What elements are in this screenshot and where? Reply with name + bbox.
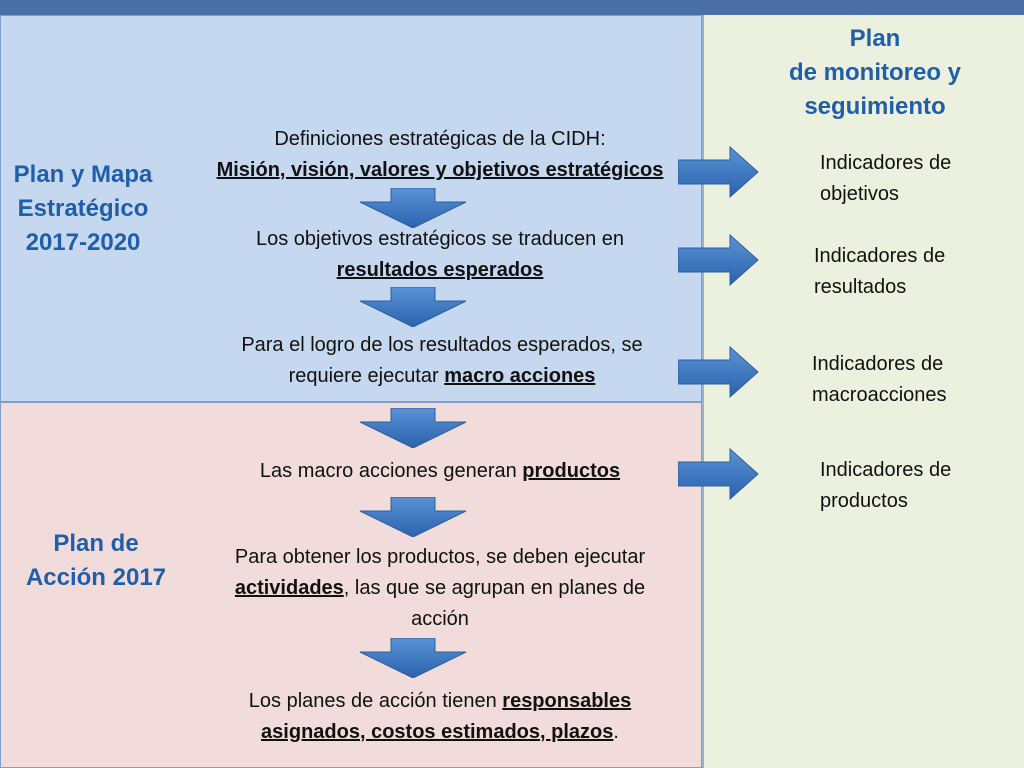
- down-arrow-icon: [359, 408, 467, 448]
- right-arrow-icon: [678, 146, 759, 198]
- flow-step-activities: Para obtener los productos, se deben eje…: [234, 546, 646, 630]
- right-arrow-icon: [678, 234, 759, 286]
- down-arrow-icon: [359, 287, 467, 327]
- strategic-plan-panel: [0, 15, 702, 402]
- indicator-objectives: Indicadores de objetivos: [820, 152, 952, 205]
- monitoring-plan-title: Plan de monitoreo y seguimiento: [788, 25, 962, 120]
- flow-step-macro-actions: Para el logro de los resultados esperado…: [241, 334, 643, 387]
- indicator-products: Indicadores de productos: [820, 459, 952, 512]
- right-arrow-icon: [678, 346, 759, 398]
- action-plan-panel: [0, 402, 702, 768]
- indicator-macro-actions: Indicadores de macroacciones: [812, 353, 947, 406]
- action-plan-title: Plan de Acción 2017: [25, 530, 167, 591]
- flow-step-strategic-definitions: Definiciones estratégicas de la CIDH: Mi…: [216, 128, 664, 181]
- flow-step-products: Las macro acciones generan productos: [259, 460, 621, 482]
- top-bar: [0, 0, 1024, 15]
- right-arrow-icon: [678, 448, 759, 500]
- monitoring-panel: [702, 15, 1024, 768]
- down-arrow-icon: [359, 497, 467, 537]
- flow-step-action-plans: Los planes de acción tienen responsables…: [248, 690, 632, 743]
- down-arrow-icon: [359, 638, 467, 678]
- flow-step-expected-results: Los objetivos estratégicos se traducen e…: [256, 228, 624, 281]
- strategic-plan-title: Plan y Mapa Estratégico 2017-2020: [13, 161, 153, 256]
- down-arrow-icon: [359, 188, 467, 228]
- indicator-results: Indicadores de resultados: [814, 245, 946, 298]
